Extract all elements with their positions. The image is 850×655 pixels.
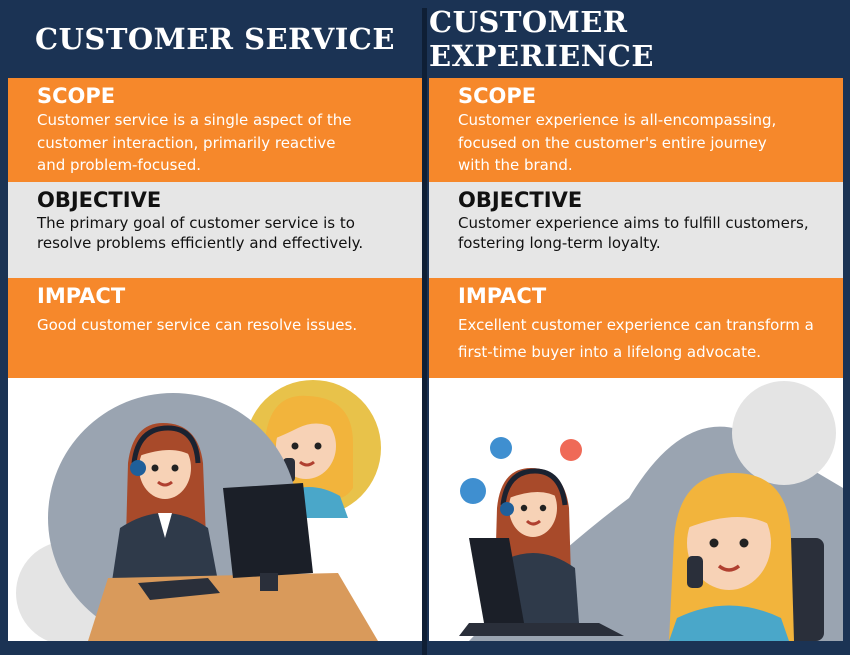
left-objective-text: The primary goal of customer service is … — [37, 213, 400, 253]
right-scope-line: Customer experience is all-encompassing, — [458, 111, 777, 129]
right-impact-label: IMPACT — [458, 284, 547, 308]
left-scope-line: Customer service is a single aspect of t… — [37, 111, 352, 129]
left-scope-line: customer interaction, primarily reactive — [37, 133, 336, 152]
customer-service-column: CUSTOMER SERVICE SCOPE Customer service … — [8, 0, 422, 655]
decor-circle — [732, 381, 836, 485]
customer-service-header: CUSTOMER SERVICE — [35, 22, 395, 56]
right-impact-line: first-time buyer into a lifelong advocat… — [458, 343, 761, 361]
headset-icon — [131, 425, 201, 464]
right-objective-line: fostering long-term loyalty. — [458, 234, 661, 252]
right-objective-text: Customer experience aims to fulfill cust… — [458, 213, 821, 253]
phone-icon — [687, 556, 703, 588]
left-objective-line: resolve problems efficiently and effecti… — [37, 234, 364, 252]
left-objective-line: The primary goal of customer service is … — [37, 214, 355, 232]
left-scope-text: Customer service is a single aspect of t… — [37, 109, 400, 177]
smiley-icon — [560, 439, 582, 461]
left-scope-section: SCOPE Customer service is a single aspec… — [8, 78, 422, 182]
laptop-icon — [459, 538, 624, 636]
left-scope-line: and problem-focused. — [37, 156, 202, 174]
customer-experience-column: CUSTOMER EXPERIENCE SCOPE Customer exper… — [429, 0, 843, 655]
right-scope-section: SCOPE Customer experience is all-encompa… — [429, 78, 843, 182]
customer-experience-header: CUSTOMER EXPERIENCE — [429, 5, 654, 73]
agent-scene-svg — [16, 380, 381, 641]
right-impact-line: Excellent customer experience can transf… — [458, 316, 814, 334]
right-scope-text: Customer experience is all-encompassing,… — [458, 109, 821, 177]
right-scope-label: SCOPE — [458, 84, 537, 108]
phone-icon — [490, 437, 512, 459]
computer-monitor-icon — [223, 483, 313, 591]
left-impact-text: Good customer service can resolve issues… — [37, 312, 400, 339]
agent-avatar — [487, 468, 579, 623]
column-divider — [422, 8, 427, 655]
customer-service-illustration — [8, 378, 422, 641]
headset-icon — [500, 468, 568, 506]
right-objective-label: OBJECTIVE — [458, 188, 583, 212]
keyboard — [138, 578, 220, 600]
right-scope-line: focused on the customer's entire journey — [458, 133, 767, 152]
experience-scene-svg — [459, 381, 843, 641]
right-scope-line: with the brand. — [458, 156, 573, 174]
left-impact-label: IMPACT — [37, 284, 126, 308]
customer-avatar — [669, 473, 824, 641]
left-objective-section: OBJECTIVE The primary goal of customer s… — [8, 182, 422, 278]
right-objective-line: Customer experience aims to fulfill cust… — [458, 214, 809, 232]
right-impact-text: Excellent customer experience can transf… — [458, 312, 821, 366]
left-scope-label: SCOPE — [37, 84, 116, 108]
customer-experience-illustration — [429, 378, 843, 641]
thumbs-up-icon — [460, 478, 486, 504]
left-impact-section: IMPACT Good customer service can resolve… — [8, 278, 422, 378]
right-objective-section: OBJECTIVE Customer experience aims to fu… — [429, 182, 843, 278]
left-impact-line: Good customer service can resolve issues… — [37, 316, 358, 334]
right-impact-section: IMPACT Excellent customer experience can… — [429, 278, 843, 378]
left-objective-label: OBJECTIVE — [37, 188, 162, 212]
desk — [88, 573, 378, 641]
